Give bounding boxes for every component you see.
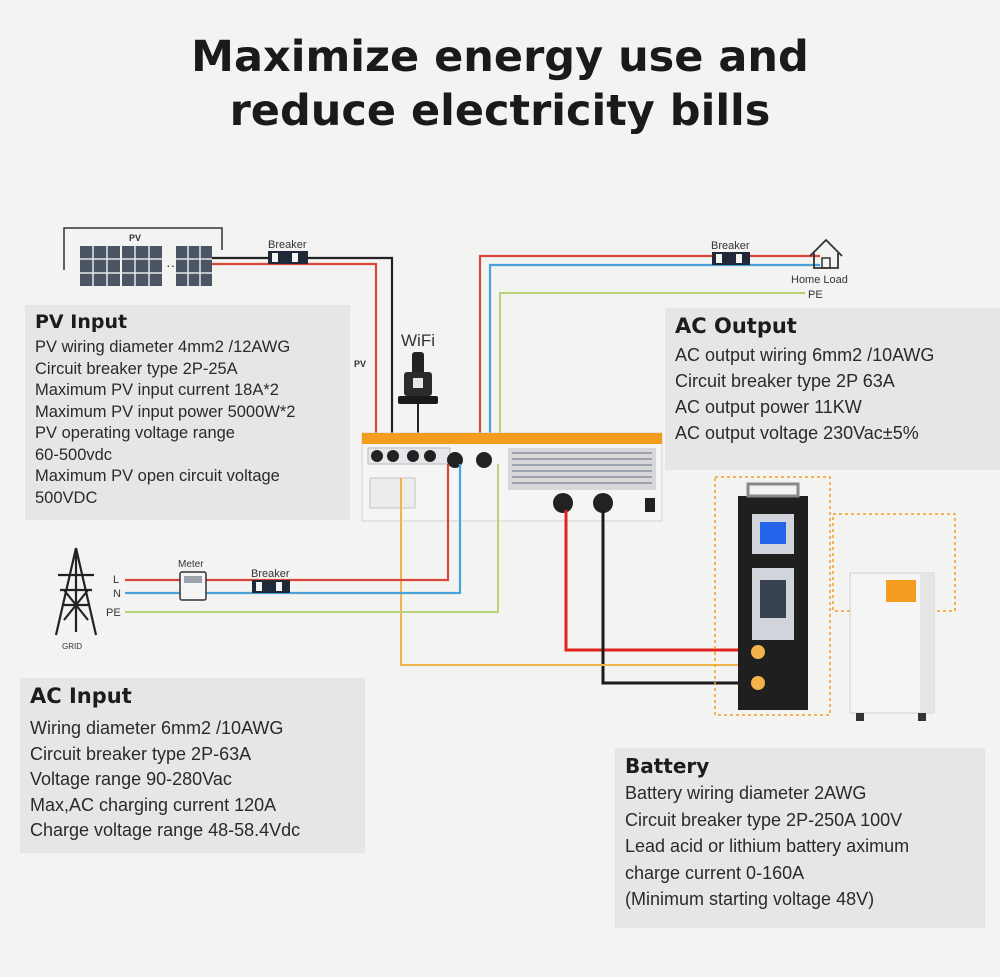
battery-line: (Minimum starting voltage 48V) xyxy=(625,889,875,909)
pv-input-panel: PV Input PV wiring diameter 4mm2 /12AWG … xyxy=(25,305,350,520)
ac-input-title: AC Input xyxy=(30,684,132,708)
comm-cable xyxy=(400,478,752,666)
ac-out-live-wire xyxy=(478,254,820,450)
battery-panel: Battery Battery wiring diameter 2AWG Cir… xyxy=(615,748,985,928)
ac-out-neutral-wire xyxy=(488,263,820,450)
grid-n-label: N xyxy=(113,588,121,600)
headline: Maximize energy use and reduce electrici… xyxy=(0,30,1000,138)
ac-in-neutral-wire xyxy=(125,464,462,595)
ac-output-line: AC output power 11KW xyxy=(675,397,862,417)
ac-in-pe-wire xyxy=(125,464,499,613)
ac-input-line: Circuit breaker type 2P-63A xyxy=(30,743,252,764)
battery-negative-cable xyxy=(601,510,752,685)
pv-input-line: PV operating voltage range xyxy=(35,424,235,442)
pv-input-line: Maximum PV input power 5000W*2 xyxy=(35,402,296,421)
ac-output-line: AC output voltage 230Vac±5% xyxy=(675,423,919,443)
wall-battery-outline xyxy=(832,513,956,612)
grid-breaker-label: Breaker xyxy=(251,568,290,580)
grid-pe-label: PE xyxy=(106,607,121,619)
pv-input-line: Maximum PV input current 18A*2 xyxy=(35,381,279,399)
wifi-label: WiFi xyxy=(401,331,435,350)
pe-top-label: PE xyxy=(808,289,823,301)
grid-tower-icon xyxy=(54,547,98,636)
ac-input-line: Max,AC charging current 120A xyxy=(30,794,277,815)
ac-input-line: Voltage range 90-280Vac xyxy=(30,769,232,789)
pv-breaker xyxy=(268,251,308,264)
headline-line-1: Maximize energy use and xyxy=(191,32,809,82)
pv-input-line: Circuit breaker type 2P-25A xyxy=(35,359,238,378)
pv-array: ···· PV xyxy=(63,227,223,286)
battery-title: Battery xyxy=(625,754,710,778)
ac-output-title: AC Output xyxy=(675,314,797,338)
home-icon xyxy=(809,238,843,269)
pv-wire-label: PV xyxy=(354,359,366,369)
wifi-dongle-icon xyxy=(398,352,438,450)
pv-input-line: 60-500vdc xyxy=(35,445,113,464)
pv-input-title: PV Input xyxy=(35,311,128,333)
grid-breaker xyxy=(252,580,290,593)
hybrid-inverter xyxy=(361,432,663,522)
load-breaker xyxy=(712,252,750,265)
solar-panel-3 xyxy=(176,246,212,286)
ac-input-line: Wiring diameter 6mm2 /10AWG xyxy=(30,718,284,738)
ac-output-line: AC output wiring 6mm2 /10AWG xyxy=(675,345,935,365)
pv-input-line: PV wiring diameter 4mm2 /12AWG xyxy=(35,338,291,356)
battery-line: Battery wiring diameter 2AWG xyxy=(625,783,867,803)
home-load-label: Home Load xyxy=(791,274,848,286)
battery-line: charge current 0-160A xyxy=(625,862,805,883)
solar-panel-1 xyxy=(80,246,120,286)
pv-input-line: 500VDC xyxy=(35,488,98,507)
battery-line: Circuit breaker type 2P-250A 100V xyxy=(625,809,903,830)
wall-battery xyxy=(849,572,935,721)
ac-in-live-wire xyxy=(125,464,450,582)
battery-line: Lead acid or lithium battery aximum xyxy=(625,836,910,856)
battery-rack xyxy=(738,482,808,710)
battery-positive-cable xyxy=(564,510,752,652)
ac-output-panel: AC Output AC output wiring 6mm2 /10AWG C… xyxy=(665,308,1000,470)
solar-panel-2 xyxy=(122,246,162,286)
ac-input-line: Charge voltage range 48-58.4Vdc xyxy=(30,820,301,840)
grid-l-label: L xyxy=(113,574,119,586)
pv-input-line: Maximum PV open circuit voltage xyxy=(35,467,280,485)
pv-array-label: PV xyxy=(129,233,141,243)
meter-label: Meter xyxy=(178,559,204,570)
ac-input-panel: AC Input Wiring diameter 6mm2 /10AWG Cir… xyxy=(20,678,365,853)
load-breaker-label: Breaker xyxy=(711,240,750,252)
pv-positive-wire xyxy=(212,262,378,450)
ac-out-pe-wire xyxy=(499,292,805,450)
meter-icon xyxy=(179,571,207,601)
ac-output-line: Circuit breaker type 2P 63A xyxy=(675,371,895,391)
headline-line-2: reduce electricity bills xyxy=(229,86,771,136)
pv-breaker-label: Breaker xyxy=(268,239,307,251)
battery-rack-outline xyxy=(714,476,831,716)
grid-label: GRID xyxy=(62,642,82,651)
